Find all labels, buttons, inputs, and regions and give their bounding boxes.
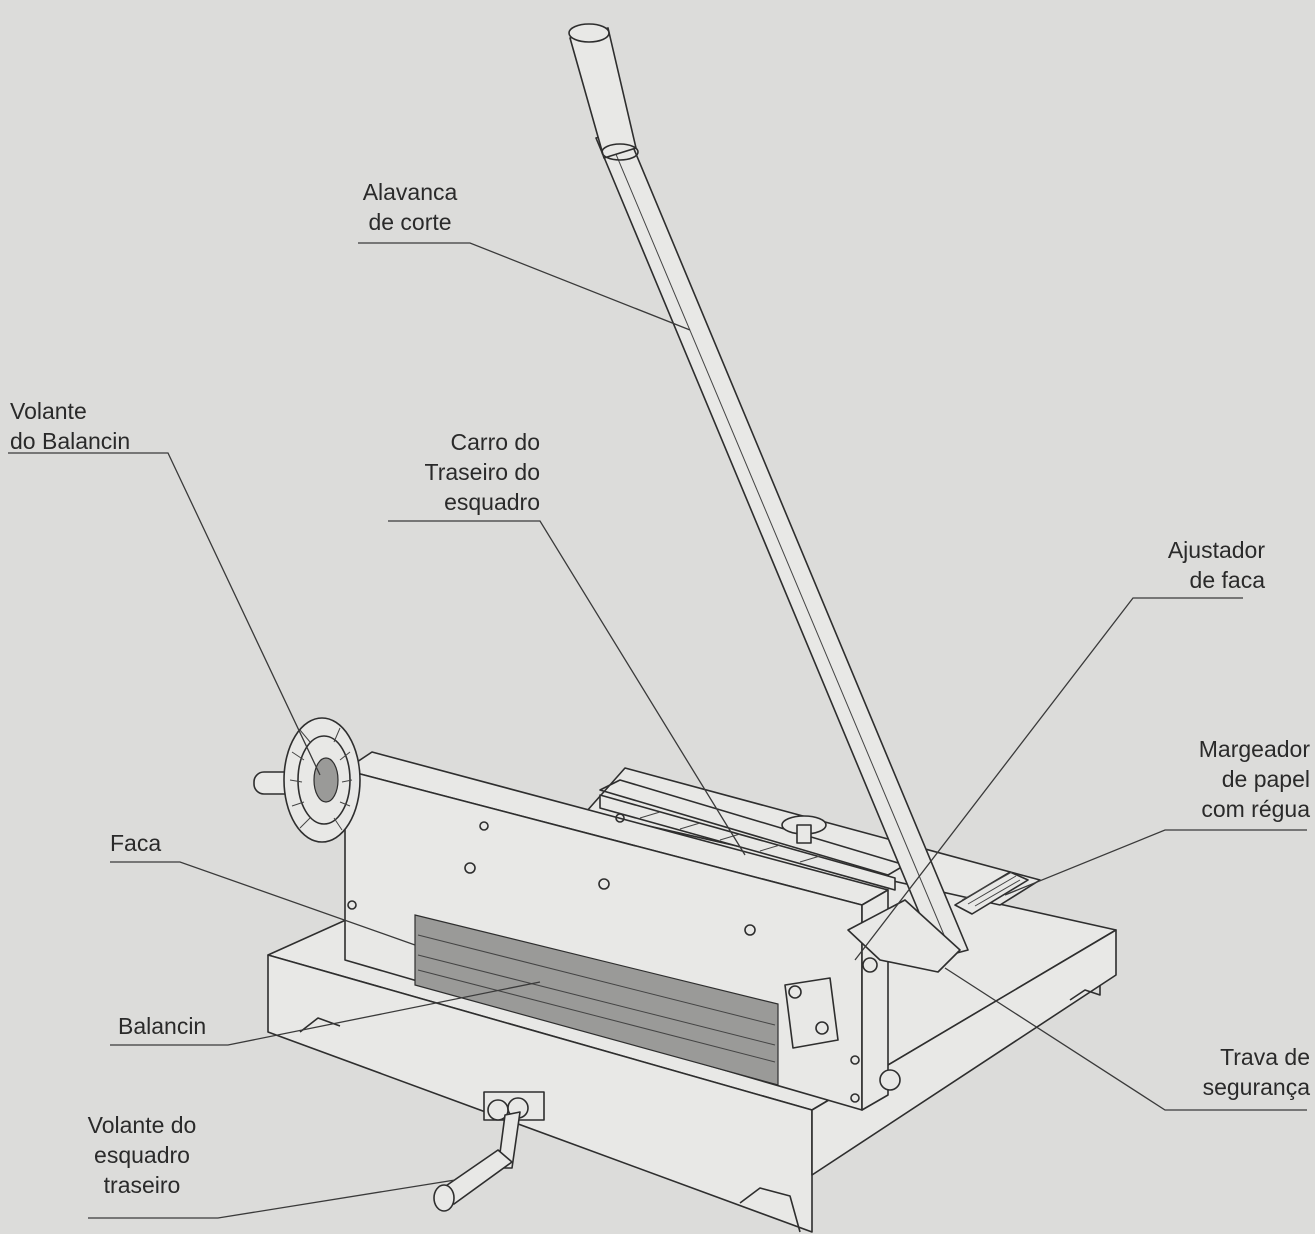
label-line: de corte [368, 209, 452, 235]
label-line: de faca [1189, 567, 1265, 593]
label-ajustador-de-faca: Ajustador de faca [1110, 535, 1265, 595]
label-line: Trava de [1220, 1044, 1310, 1070]
backgauge-crank [433, 1091, 545, 1212]
label-line: segurança [1202, 1074, 1310, 1100]
label-volante-do-balancin: Volante do Balancin [10, 396, 190, 456]
label-line: traseiro [103, 1172, 181, 1198]
label-volante-do-esquadro: Volante do esquadro traseiro [62, 1110, 222, 1200]
label-margeador-de-papel: Margeador de papel com régua [1150, 734, 1310, 824]
leader-lines [8, 242, 1307, 1219]
label-line: Ajustador [1167, 537, 1265, 563]
label-line: de papel [1221, 766, 1310, 792]
label-alavanca-de-corte: Alavanca de corte [340, 177, 480, 237]
leader-trava [944, 967, 1307, 1111]
label-trava-de-seguranca: Trava de segurança [1160, 1042, 1310, 1102]
label-balancin: Balancin [118, 1011, 238, 1041]
leader-volante-balancin [8, 452, 321, 776]
label-line: Alavanca [362, 179, 458, 205]
cutting-lever [568, 23, 969, 973]
label-line: com régua [1201, 796, 1310, 822]
label-carro-do-traseiro: Carro do Traseiro do esquadro [380, 427, 540, 517]
label-line: Carro do [450, 429, 540, 455]
leader-carro [388, 520, 746, 856]
label-line: esquadro [94, 1142, 190, 1168]
label-line: Margeador [1198, 736, 1310, 762]
label-line: Faca [110, 830, 162, 856]
leader-alavanca [358, 242, 691, 331]
leader-balancin [110, 981, 541, 1046]
leader-ajustador [854, 597, 1243, 961]
label-line: esquadro [444, 489, 540, 515]
leader-margeador [1004, 829, 1307, 896]
handwheel-left [253, 717, 361, 843]
label-line: Volante [10, 398, 87, 424]
leader-faca [110, 861, 416, 946]
label-line: Traseiro do [424, 459, 540, 485]
label-line: Balancin [118, 1013, 207, 1039]
label-line: Volante do [87, 1112, 197, 1138]
leader-volante-esquadro [88, 1179, 456, 1219]
label-faca: Faca [110, 828, 210, 858]
cutter-housing [344, 751, 901, 1111]
label-line: do Balancin [10, 428, 131, 454]
